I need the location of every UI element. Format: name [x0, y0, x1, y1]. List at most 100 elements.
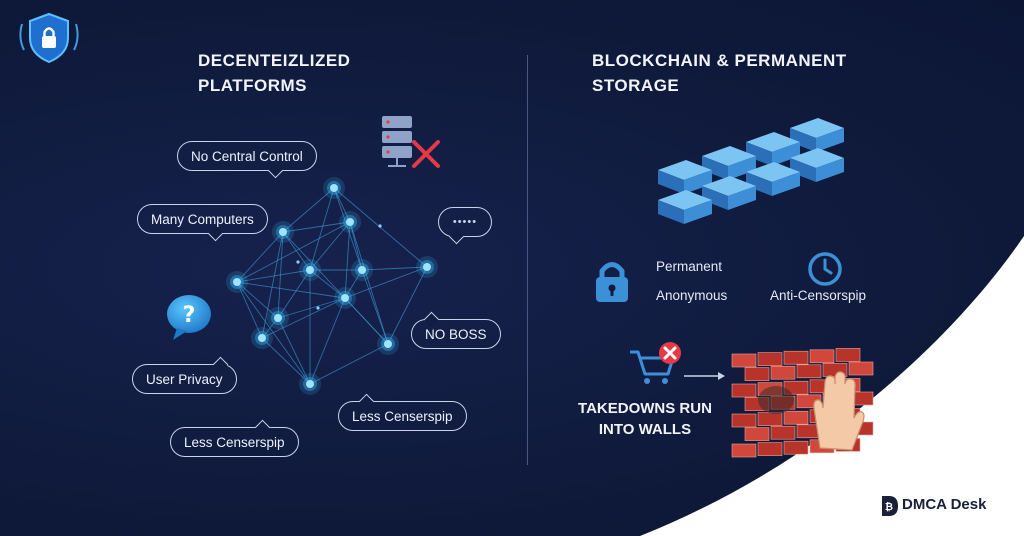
- network-edge: [261, 337, 311, 385]
- network-node: [299, 259, 321, 281]
- clock-icon: [808, 252, 842, 286]
- network-node: [251, 327, 273, 349]
- network-edge: [277, 269, 311, 319]
- shield-lock-icon: [19, 12, 79, 64]
- block-cube: [746, 162, 800, 196]
- shopping-cart-icon: [630, 342, 681, 384]
- dmca-logo-icon: ₿: [882, 496, 898, 516]
- feature-permanent: Permanent: [656, 259, 723, 274]
- network-edge: [236, 281, 279, 319]
- brick: [809, 349, 835, 364]
- network-node: [334, 287, 356, 309]
- question-bubble-icon: ?: [167, 295, 211, 340]
- network-node: [226, 271, 248, 293]
- network-edge: [277, 297, 346, 319]
- hand-icon: [813, 371, 865, 451]
- bubble-no-boss: NO BOSS: [411, 311, 501, 349]
- network-edge: [387, 266, 428, 345]
- network-edge: [236, 231, 284, 283]
- bubble-less-censerspip-1: Less Censerspip: [338, 393, 467, 431]
- svg-text:?: ?: [183, 303, 196, 328]
- takedown-line-1: TAKEDOWNS RUN: [578, 400, 712, 417]
- network-edge: [236, 281, 346, 299]
- brick: [770, 425, 796, 440]
- block-cube: [658, 190, 712, 224]
- network-edge: [309, 187, 335, 271]
- bubble-no-boss-text: NO BOSS: [425, 327, 487, 342]
- brick: [770, 365, 796, 380]
- block-cube: [702, 146, 756, 180]
- brick: [744, 427, 770, 441]
- takedown-caption: TAKEDOWNS RUN INTO WALLS: [570, 398, 720, 440]
- network-node: [416, 256, 438, 278]
- brick-wall-icon: [731, 348, 874, 458]
- brick: [757, 412, 783, 426]
- network-edge: [344, 269, 363, 299]
- bubble-user-privacy-text: User Privacy: [146, 372, 223, 387]
- left-heading-line-2: PLATFORMS: [198, 76, 308, 95]
- brick: [796, 364, 822, 379]
- padlock-icon: [596, 262, 628, 302]
- brick: [835, 348, 861, 362]
- network-edge: [261, 231, 284, 339]
- bubble-user-privacy: User Privacy: [132, 356, 237, 394]
- server-x-icon: [382, 116, 440, 168]
- network-dot: [296, 260, 300, 264]
- network-edge: [282, 231, 389, 345]
- arrow-icon: [684, 372, 725, 380]
- network-edge: [361, 269, 389, 345]
- blockchain-blocks-icon: [658, 118, 844, 224]
- network-node: [299, 373, 321, 395]
- network-edge: [349, 221, 389, 345]
- network-node: [351, 259, 373, 281]
- network-edge: [282, 187, 335, 233]
- network-edge: [361, 266, 428, 271]
- left-heading: DECENTEIZLIZED PLATFORMS: [198, 48, 350, 98]
- bubble-many-computers-text: Many Computers: [151, 212, 254, 227]
- block-cube: [658, 160, 712, 194]
- svg-text:₿: ₿: [885, 501, 893, 513]
- network-edge: [236, 269, 311, 283]
- network-edge: [309, 269, 346, 299]
- right-heading-line-1: BLOCKCHAIN & PERMANENT: [592, 51, 847, 70]
- block-cube: [790, 118, 844, 152]
- bubble-less-censerspip-1-text: Less Censerspip: [352, 409, 453, 424]
- network-node: [339, 211, 361, 233]
- bubble-less-censerspip-2-text: Less Censerspip: [184, 435, 285, 450]
- brick: [848, 361, 874, 376]
- network-dot: [316, 306, 320, 310]
- section-divider: [527, 55, 528, 465]
- network-edge: [349, 221, 363, 271]
- brick: [731, 353, 757, 368]
- network-node: [272, 221, 294, 243]
- brick: [731, 443, 757, 458]
- block-cube: [702, 176, 756, 210]
- network-graph: [226, 177, 438, 395]
- network-edge: [282, 221, 351, 233]
- bubble-no-central-control: No Central Control: [177, 141, 317, 179]
- bubble-ellipsis-text: •••••: [452, 216, 478, 228]
- bubble-no-central-control-text: No Central Control: [191, 149, 303, 164]
- network-edge: [309, 221, 351, 271]
- network-node: [377, 333, 399, 355]
- brand-name: DMCA Desk: [902, 496, 987, 513]
- network-edge: [344, 221, 351, 299]
- bubble-ellipsis: •••••: [438, 207, 492, 245]
- brick: [783, 440, 809, 455]
- network-edge: [344, 266, 428, 299]
- brick: [731, 413, 757, 428]
- network-edge: [309, 343, 389, 385]
- left-heading-line-1: DECENTEIZLIZED: [198, 51, 351, 70]
- network-edge: [277, 317, 311, 385]
- right-heading: BLOCKCHAIN & PERMANENT STORAGE: [592, 48, 847, 98]
- right-heading-line-2: STORAGE: [592, 76, 680, 95]
- block-cube: [790, 148, 844, 182]
- block-cube: [746, 132, 800, 166]
- brick: [731, 383, 757, 398]
- takedown-line-2: INTO WALLS: [598, 421, 692, 438]
- network-edge: [261, 297, 346, 339]
- brick: [783, 350, 809, 365]
- brick: [783, 410, 809, 425]
